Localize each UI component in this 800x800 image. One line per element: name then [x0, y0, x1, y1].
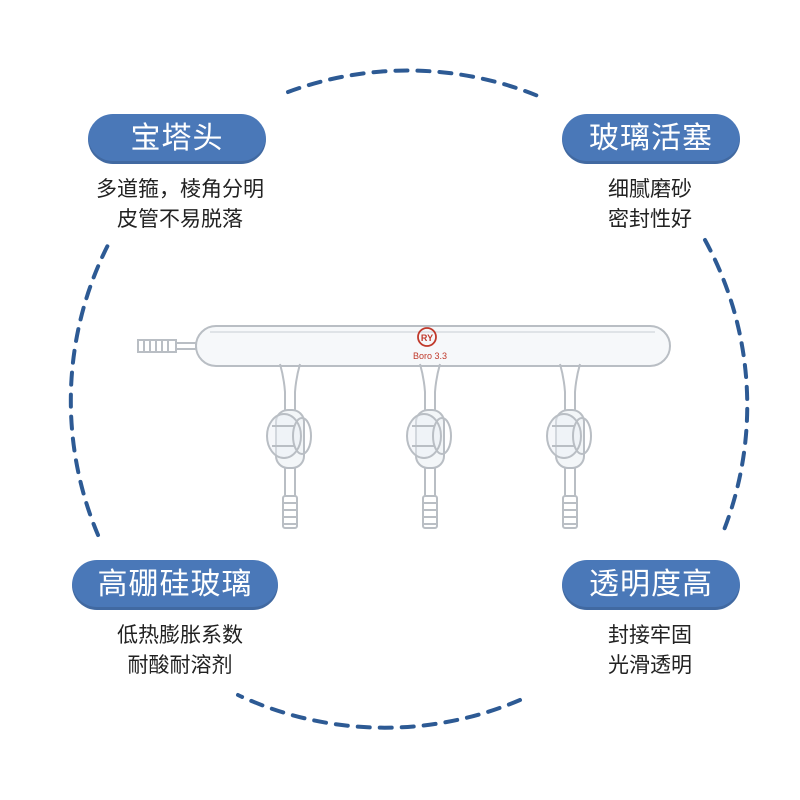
- feature-desc-line: 封接牢固: [608, 623, 692, 647]
- feature-desc-line: 多道箍，棱角分明: [96, 177, 264, 201]
- brand-logo-mark: [417, 327, 437, 347]
- feature-title-borosilicate: 高硼硅玻璃: [72, 560, 278, 610]
- stopcock-key: [266, 413, 302, 459]
- hose-barb-outlet: [562, 495, 578, 529]
- feature-title-hose-barb: 宝塔头: [88, 114, 266, 164]
- stopcock-group: [266, 363, 592, 529]
- feature-desc-transparency: 封接牢固 光滑透明: [560, 620, 740, 680]
- feature-desc-glass-stopcock: 细腻磨砂 密封性好: [560, 174, 740, 234]
- feature-desc-line: 耐酸耐溶剂: [127, 653, 233, 677]
- feature-desc-borosilicate: 低热膨胀系数 耐酸耐溶剂: [60, 620, 300, 680]
- ring-arc-left: [68, 243, 110, 537]
- glass-stopcock: [266, 363, 312, 529]
- feature-title-transparency: 透明度高: [562, 560, 740, 610]
- glass-manifold: [137, 325, 671, 367]
- glass-stopcock: [406, 363, 452, 529]
- hose-barb-outlet: [282, 495, 298, 529]
- feature-desc-line: 皮管不易脱落: [117, 207, 243, 231]
- stopcock-key: [406, 413, 442, 459]
- brand-logo-text: RY: [421, 333, 433, 343]
- hose-barb-inlet: [137, 339, 197, 353]
- feature-title-glass-stopcock: 玻璃活塞: [562, 114, 740, 164]
- hose-barb-outlet: [422, 495, 438, 529]
- glass-grade-label: Boro 3.3: [413, 351, 447, 361]
- main-glass-tube: [195, 325, 671, 367]
- stopcock-key: [546, 413, 582, 459]
- feature-desc-hose-barb: 多道箍，棱角分明 皮管不易脱落: [60, 174, 300, 234]
- feature-desc-line: 密封性好: [608, 207, 692, 231]
- feature-desc-line: 光滑透明: [608, 653, 692, 677]
- ring-arc-top: [286, 68, 540, 98]
- ring-arc-right: [703, 238, 750, 537]
- dashed-circle-ring: [68, 68, 750, 730]
- glass-stopcock: [546, 363, 592, 529]
- feature-desc-line: 细腻磨砂: [608, 177, 692, 201]
- feature-desc-line: 低热膨胀系数: [117, 623, 243, 647]
- ring-arc-bottom: [236, 693, 522, 730]
